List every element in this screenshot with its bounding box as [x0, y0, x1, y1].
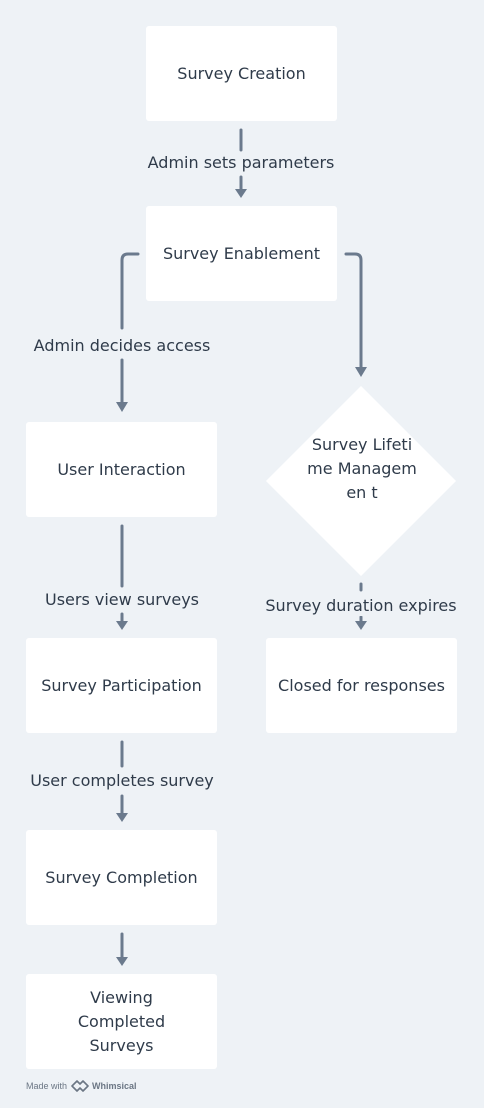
edge-label-admin-sets-parameters: Admin sets parameters: [144, 153, 338, 173]
arrowhead-participation: [116, 621, 128, 630]
node-label: Survey Participation: [41, 675, 202, 695]
whimsical-brand: Whimsical: [92, 1081, 137, 1091]
node-label: Viewing Completed Surveys: [77, 987, 166, 1055]
node-label: Closed for responses: [278, 675, 445, 695]
edge-label-admin-decides-access: Admin decides access: [30, 336, 214, 356]
arrowhead-closed: [355, 621, 367, 630]
footer-watermark: Made with Whimsical: [26, 1080, 137, 1092]
node-label: Survey Completion: [45, 867, 198, 887]
node-user-interaction: User Interaction: [26, 422, 217, 517]
arrowhead-enablement: [235, 189, 247, 198]
node-label: Survey Enablement: [162, 244, 321, 263]
node-survey-enablement: Survey Enablement: [146, 206, 337, 301]
edge-label-users-view-surveys: Users view surveys: [42, 590, 202, 610]
node-survey-creation: Survey Creation: [146, 26, 337, 121]
arrowhead-viewing: [116, 957, 128, 966]
arrowhead-completion: [116, 813, 128, 822]
node-survey-participation: Survey Participation: [26, 638, 217, 733]
arrowhead-user-interaction: [116, 402, 128, 412]
node-closed-for-responses: Closed for responses: [266, 638, 457, 733]
edge-label-survey-duration-expires: Survey duration expires: [262, 596, 460, 616]
lifetime-management-diamond: [266, 386, 456, 576]
edge-label-user-completes-survey: User completes survey: [27, 771, 217, 791]
connector-enablement-lifetime: [344, 252, 363, 369]
connector-enablement-interaction-top: [120, 252, 140, 330]
node-label: User Interaction: [57, 459, 186, 479]
node-label: Survey Creation: [177, 63, 306, 83]
node-survey-lifetime-management: Survey Lifetime Managemen t: [307, 435, 417, 502]
node-viewing-completed-surveys: Viewing Completed Surveys: [26, 974, 217, 1069]
made-with-text: Made with: [26, 1081, 68, 1091]
whimsical-logo-icon: [71, 1080, 89, 1092]
node-survey-completion: Survey Completion: [26, 830, 217, 925]
arrowhead-lifetime-management: [355, 367, 367, 377]
